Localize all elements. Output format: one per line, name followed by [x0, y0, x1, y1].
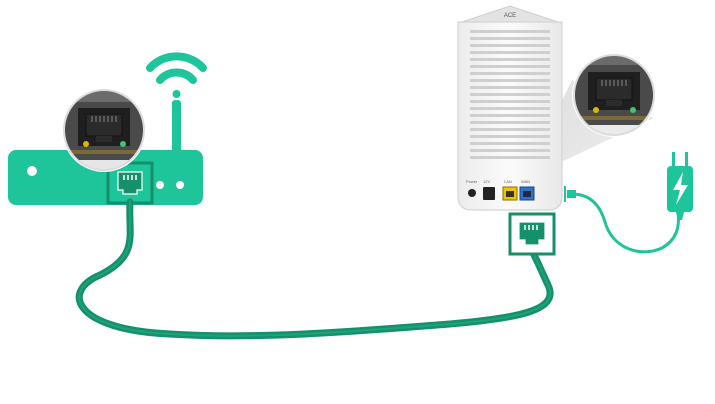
- power-adapter: [562, 152, 712, 268]
- router-led-2: [176, 181, 184, 189]
- ethernet-port-icon: [117, 171, 143, 195]
- router-body: [8, 150, 203, 205]
- power-plug-icon: [667, 152, 693, 220]
- device-vents: [470, 30, 550, 159]
- ethernet-port-icon: [518, 221, 546, 246]
- device-back-panel: Power 12V LAN WAN: [466, 179, 535, 201]
- wifi-icon: [146, 52, 207, 98]
- router-power-led: [27, 166, 37, 176]
- label-12v: 12V: [483, 179, 490, 184]
- cable-path: [75, 198, 554, 340]
- router-led-1: [156, 181, 164, 189]
- ethernet-cable: [75, 198, 556, 340]
- label-lan: LAN: [504, 179, 512, 184]
- lightning-bolt-icon: [673, 172, 688, 205]
- router-antenna: [172, 100, 181, 155]
- router: [8, 52, 207, 205]
- power-cord: [570, 192, 680, 254]
- router-port-zoom: [62, 88, 146, 172]
- power-button: [468, 189, 476, 197]
- label-wan: WAN: [521, 179, 530, 184]
- dc-jack: [483, 187, 495, 200]
- label-power: Power: [466, 179, 478, 184]
- device-brand-mark: ACE: [504, 13, 516, 19]
- device-port-zoom: [572, 53, 656, 137]
